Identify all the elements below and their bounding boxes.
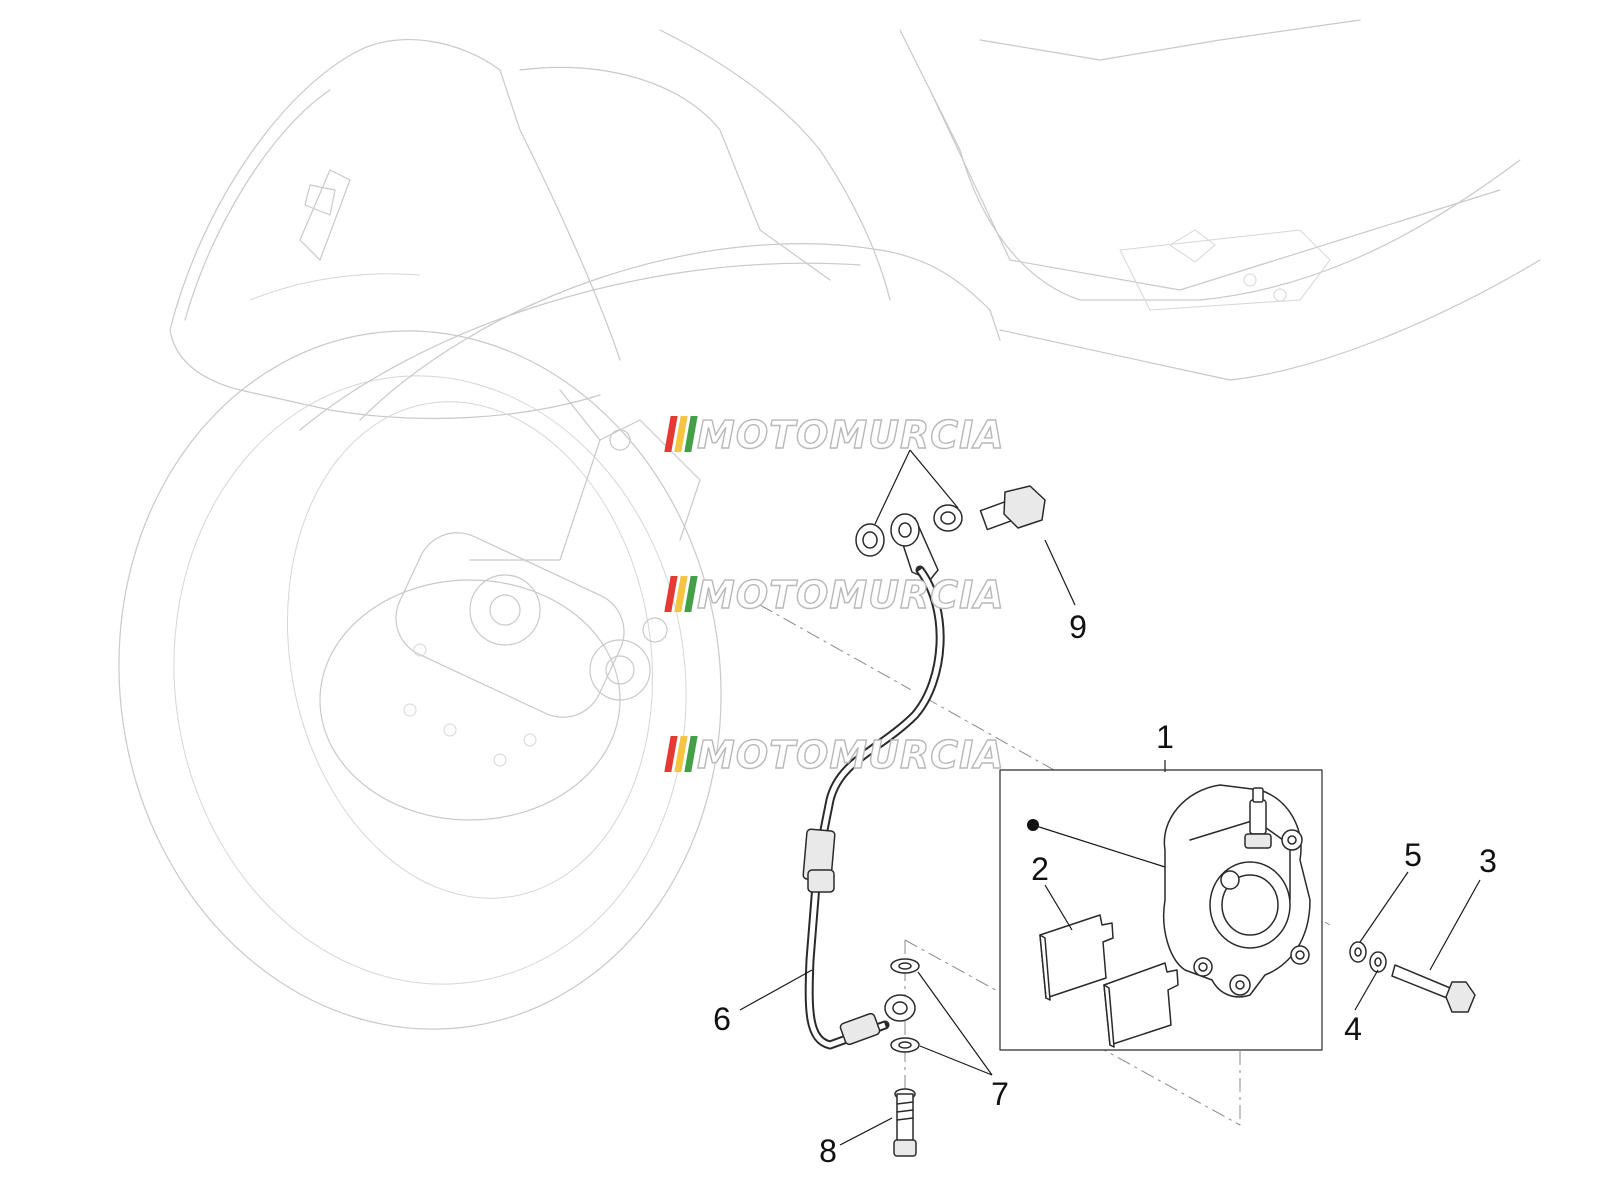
- callout-1: 1: [1156, 719, 1174, 755]
- callout-8: 8: [819, 1133, 837, 1169]
- watermark-stripe: [674, 736, 688, 772]
- watermark-stripe: [684, 736, 698, 772]
- watermark-stripe: [664, 416, 678, 452]
- caliper-kit-box: [999, 769, 1323, 1051]
- banjo-bolt-top-assembly: [855, 485, 1046, 581]
- callout-3: 3: [1479, 843, 1497, 879]
- watermark-stripe: [664, 576, 678, 612]
- watermark-1: MOTOMURCIA: [664, 412, 1005, 458]
- watermark-text: MOTOMURCIA: [697, 573, 1005, 617]
- scooter-ghost-outline: [118, 19, 1541, 1030]
- washers-and-bolt-bottom: [890, 958, 920, 1157]
- callout-7: 7: [991, 1076, 1009, 1112]
- watermark-stripe: [674, 416, 688, 452]
- callout-6: 6: [713, 1001, 731, 1037]
- callout-5: 5: [1404, 837, 1422, 873]
- watermark-3: MOTOMURCIA: [664, 732, 1005, 778]
- caliper-bolt-and-washers: [1349, 941, 1476, 1013]
- watermark-stripe: [684, 416, 698, 452]
- leader-lines: [739, 449, 1481, 1146]
- watermark-2: MOTOMURCIA: [664, 572, 1005, 618]
- watermark-text: MOTOMURCIA: [697, 413, 1005, 457]
- watermark-text: MOTOMURCIA: [697, 733, 1005, 777]
- watermark-stripe: [674, 576, 688, 612]
- watermark-stripe: [684, 576, 698, 612]
- callout-2: 2: [1031, 851, 1049, 887]
- watermark-stripe: [664, 736, 678, 772]
- callout-4: 4: [1344, 1011, 1362, 1047]
- brake-hose: [802, 565, 945, 1050]
- brake-pads: [1039, 914, 1179, 1048]
- callout-labels: 1 2 3 4 5 6 7 8 9: [713, 609, 1497, 1169]
- callout-9: 9: [1069, 609, 1087, 645]
